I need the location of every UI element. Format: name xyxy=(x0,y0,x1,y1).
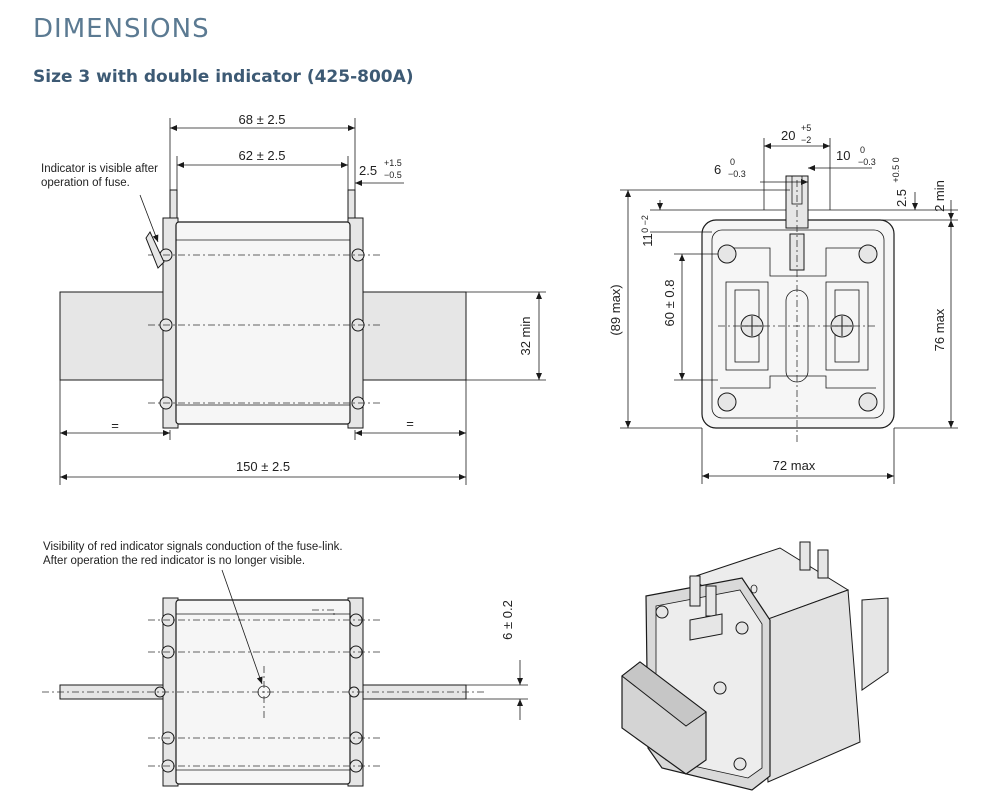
end-view: 20 +5 −2 6 0 −0.3 10 0 −0.3 2.5 +0.5 0 2… xyxy=(608,123,958,484)
dim-tab-main: 2.5 xyxy=(359,163,377,178)
dim-width: 72 max xyxy=(773,458,816,473)
visibility-note-line2: After operation the red indicator is no … xyxy=(43,555,305,567)
dim-left-main: 6 xyxy=(714,162,721,177)
red-indicator xyxy=(257,685,271,699)
dim-slot-plus: +5 xyxy=(801,123,811,133)
dim-right-plus: 0 xyxy=(860,145,865,155)
dim-overall-top: 68 ± 2.5 xyxy=(239,112,286,127)
side-view: Indicator is visible after operation of … xyxy=(41,112,546,485)
dim-slot-main: 20 xyxy=(781,128,795,143)
indicator-latch xyxy=(145,230,165,269)
rear-blade xyxy=(861,597,889,691)
top-view: Visibility of red indicator signals cond… xyxy=(42,541,528,787)
left-blade xyxy=(59,291,174,381)
dim-blade-height: 32 min xyxy=(518,316,533,355)
dim-side-main: 11 xyxy=(640,233,655,247)
dim-tab-plus: +1.5 xyxy=(384,158,402,168)
dim-body-height: 76 max xyxy=(932,308,947,351)
dim-top-main: 2.5 xyxy=(894,189,909,207)
indicator-note-line1: Indicator is visible after xyxy=(41,163,158,175)
dim-overall-length: 150 ± 2.5 xyxy=(236,459,290,474)
dim-top-tol: +0.5 0 xyxy=(891,157,901,182)
dim-tab-minus: −0.5 xyxy=(384,170,402,180)
dim-left-minus: −0.3 xyxy=(728,169,746,179)
page-subtitle: Size 3 with double indicator (425-800A) xyxy=(33,67,414,87)
right-blade xyxy=(354,291,467,381)
dim-left-plus: 0 xyxy=(730,157,735,167)
dim-equal-left: = xyxy=(111,418,119,433)
isometric-view xyxy=(621,541,889,791)
dim-equal-right: = xyxy=(406,416,414,431)
dim-right-minus: −0.3 xyxy=(858,157,876,167)
dim-right-main: 10 xyxy=(836,148,850,163)
fuse-body xyxy=(175,221,351,425)
indicator-note-line2: operation of fuse. xyxy=(41,177,130,189)
dim-slot-minus: −2 xyxy=(801,135,811,145)
visibility-note-line1: Visibility of red indicator signals cond… xyxy=(43,541,343,553)
dim-side-tol: 0 −2 xyxy=(640,215,650,233)
dim-top-min: 2 min xyxy=(932,180,947,212)
dim-max-height: (89 max) xyxy=(608,284,623,335)
page-heading: DIMENSIONS xyxy=(33,14,210,44)
dim-hole-spacing: 60 ± 0.8 xyxy=(662,280,677,327)
dim-blade-thickness: 6 ± 0.2 xyxy=(500,600,515,640)
dim-inner-top: 62 ± 2.5 xyxy=(239,148,286,163)
